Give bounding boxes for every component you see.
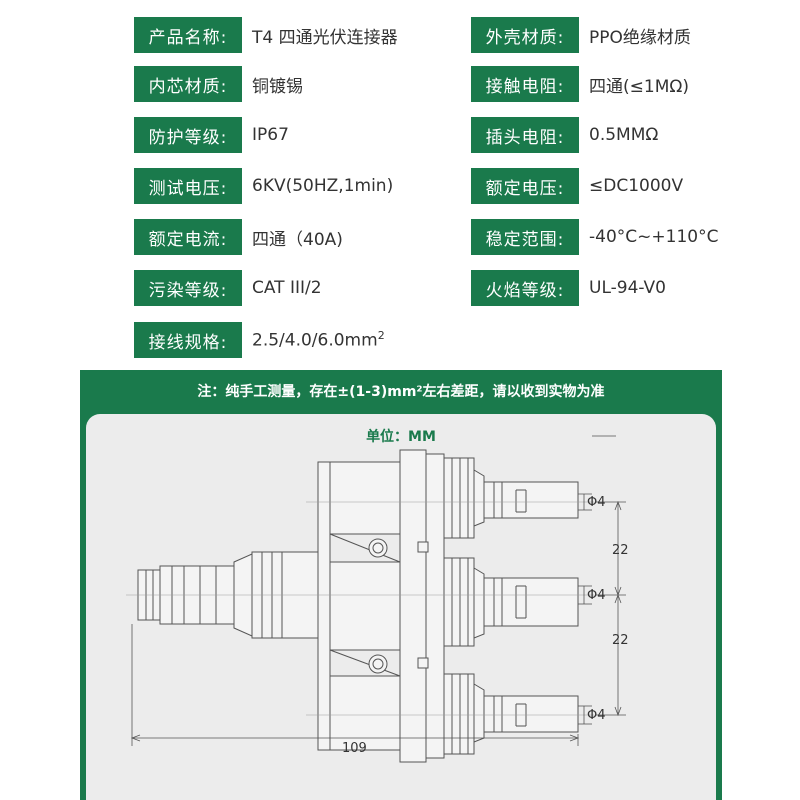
measurement-note: 注：纯手工测量，存在±(1-3)mm²左右差距，请以收到实物为准 bbox=[197, 384, 605, 400]
centerlines bbox=[126, 501, 594, 716]
spec-label: 污染等级: bbox=[134, 270, 242, 306]
spec-row-wire-spec: 接线规格: 2.5/4.0/6.0mm2 bbox=[134, 322, 385, 358]
spec-label: 火焰等级: bbox=[471, 270, 579, 306]
spec-value: 四通（40A) bbox=[252, 229, 343, 250]
spec-row-rated-voltage: 额定电压: ≤DC1000V bbox=[471, 168, 683, 204]
spec-value: UL-94-V0 bbox=[589, 278, 666, 298]
spec-label: 防护等级: bbox=[134, 117, 242, 153]
branch-bottom bbox=[443, 673, 579, 755]
spec-value: 铜镀锡 bbox=[252, 76, 303, 97]
drawing-area: 单位：MM bbox=[86, 414, 716, 800]
unit-label: 单位：MM bbox=[366, 429, 436, 445]
spec-row-product-name: 产品名称: T4 四通光伏连接器 bbox=[134, 17, 398, 53]
spec-row-shell-material: 外壳材质: PPO绝缘材质 bbox=[471, 17, 691, 53]
pitch-dims bbox=[596, 500, 626, 717]
dim-pitch-lower: 22 bbox=[612, 633, 629, 648]
spec-row-plug-resistance: 插头电阻: 0.5MMΩ bbox=[471, 117, 658, 153]
spec-label: 额定电流: bbox=[134, 219, 242, 255]
spec-row-rated-current: 额定电流: 四通（40A) bbox=[134, 219, 343, 255]
dim-pitch-upper: 22 bbox=[612, 543, 629, 558]
spec-row-core-material: 内芯材质: 铜镀锡 bbox=[134, 66, 303, 102]
spec-row-protection-level: 防护等级: IP67 bbox=[134, 117, 289, 153]
spec-label: 外壳材质: bbox=[471, 17, 579, 53]
spec-value: 6KV(50HZ,1min) bbox=[252, 176, 394, 196]
spec-label: 稳定范围: bbox=[471, 219, 579, 255]
spec-value: T4 四通光伏连接器 bbox=[252, 27, 398, 48]
spec-value: 2.5/4.0/6.0mm2 bbox=[252, 329, 385, 351]
length-dim bbox=[130, 624, 580, 746]
spec-label: 接线规格: bbox=[134, 322, 242, 358]
spec-row-pollution-level: 污染等级: CAT III/2 bbox=[134, 270, 322, 306]
spec-label: 接触电阻: bbox=[471, 66, 579, 102]
spec-label: 额定电压: bbox=[471, 168, 579, 204]
dim-diameter-top: Φ4 bbox=[587, 495, 606, 510]
spec-label: 测试电压: bbox=[134, 168, 242, 204]
spec-value: 四通(≤1MΩ) bbox=[589, 76, 689, 97]
dim-diameter-middle: Φ4 bbox=[587, 588, 606, 603]
spec-row-stable-range: 稳定范围: -40°C~+110°C bbox=[471, 219, 718, 255]
spec-value: PPO绝缘材质 bbox=[589, 27, 691, 48]
central-body bbox=[317, 449, 445, 763]
spec-row-test-voltage: 测试电压: 6KV(50HZ,1min) bbox=[134, 168, 393, 204]
spec-row-contact-resistance: 接触电阻: 四通(≤1MΩ) bbox=[471, 66, 689, 102]
dim-overall-length: 109 bbox=[342, 741, 367, 756]
spec-label: 插头电阻: bbox=[471, 117, 579, 153]
spec-value: IP67 bbox=[252, 125, 289, 145]
spec-value: CAT III/2 bbox=[252, 278, 322, 298]
spec-row-flame-rating: 火焰等级: UL-94-V0 bbox=[471, 270, 666, 306]
dim-diameter-bottom: Φ4 bbox=[587, 708, 606, 723]
spec-value: ≤DC1000V bbox=[589, 176, 684, 196]
diameter-dims bbox=[578, 493, 592, 725]
connector-diagram: Φ4 Φ4 Φ4 22 22 109 bbox=[126, 435, 629, 763]
spec-label: 产品名称: bbox=[134, 17, 242, 53]
spec-value: -40°C~+110°C bbox=[589, 227, 719, 247]
spec-value: 0.5MMΩ bbox=[589, 125, 659, 145]
branch-top bbox=[443, 457, 579, 539]
drawing-panel: 注：纯手工测量，存在±(1-3)mm²左右差距，请以收到实物为准 单位：MM bbox=[80, 370, 722, 800]
spec-label: 内芯材质: bbox=[134, 66, 242, 102]
branch-middle bbox=[443, 557, 579, 647]
